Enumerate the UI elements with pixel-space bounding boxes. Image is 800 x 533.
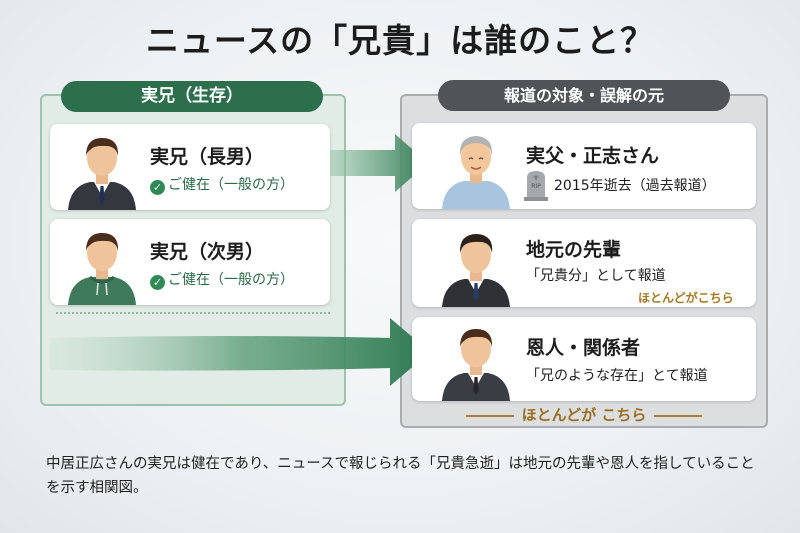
divider-line	[465, 414, 514, 417]
card-senior: 地元の先輩 「兄貴分」として報道 ほとんどがこちら	[412, 219, 756, 307]
card-name: 実父・正志さん	[526, 145, 660, 167]
divider	[56, 312, 330, 314]
man-suit-avatar-icon	[442, 329, 510, 401]
man-hoodie-avatar-icon	[68, 233, 136, 305]
footer-majority-note: ほとんどが こちら	[404, 404, 764, 425]
divider-line	[654, 414, 703, 417]
left-panel-header: 実兄（生存）	[61, 81, 323, 112]
card-name: 実兄（次男）	[150, 241, 265, 263]
elderly-man-avatar-icon	[442, 136, 510, 209]
majority-note: ほとんどがこちら	[638, 291, 734, 305]
caption: 中居正広さんの実兄は健在であり、ニュースで報じられる「兄貴急逝」は地元の先輩や恩…	[46, 456, 755, 496]
card-name: 地元の先輩	[526, 239, 622, 261]
svg-text:RIP: RIP	[531, 183, 541, 190]
card-subtext: 「兄のような存在」とて報道	[526, 368, 708, 384]
tombstone-icon: RIP	[524, 171, 548, 201]
page-title: ニュースの「兄貴」は誰のこと？	[145, 21, 655, 60]
card-father: 実父・正志さん RIP 2015年逝去（過去報道）	[412, 123, 756, 209]
card-second-brother: 実兄（次男） ✓ご健在（一般の方）	[50, 219, 330, 305]
arrow-elder-to-father	[330, 134, 428, 192]
card-name: 実兄（長男）	[150, 146, 265, 168]
card-subtext: 「兄貴分」として報道	[526, 268, 666, 284]
arrow-to-benefactor	[50, 318, 430, 386]
check-circle-icon: ✓	[150, 275, 165, 290]
card-elder-brother: 実兄（長男） ✓ご健在（一般の方）	[50, 124, 330, 210]
man-suit-avatar-icon	[442, 234, 510, 307]
status-badge: ✓ご健在（一般の方）	[150, 174, 294, 195]
man-suit-avatar-icon	[68, 138, 136, 210]
right-panel-header: 報道の対象・誤解の元	[438, 80, 730, 111]
status-badge: ✓ご健在（一般の方）	[150, 269, 294, 290]
card-name: 恩人・関係者	[526, 337, 641, 359]
card-subtext: 2015年逝去（過去報道）	[554, 178, 716, 194]
card-benefactor: 恩人・関係者 「兄のような存在」とて報道	[412, 317, 756, 401]
check-circle-icon: ✓	[150, 180, 165, 195]
